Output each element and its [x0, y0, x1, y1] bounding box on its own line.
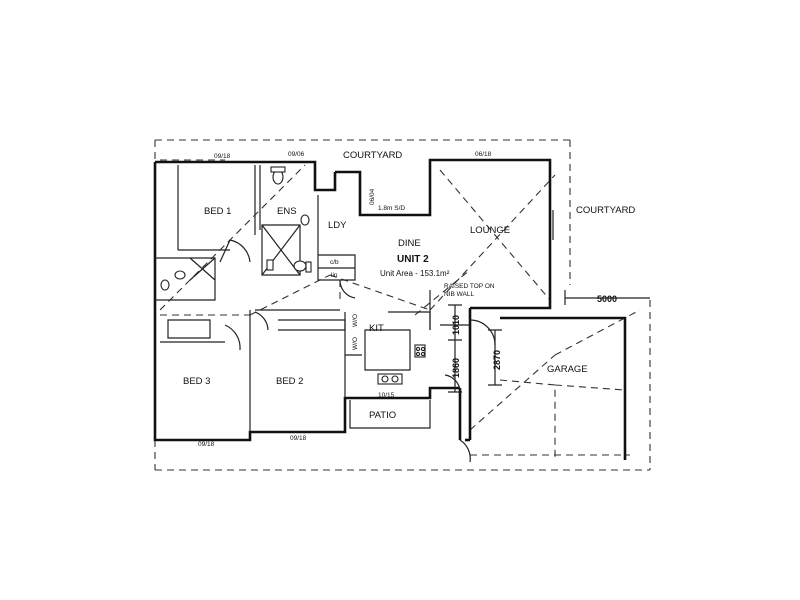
- note-lin: lin: [331, 272, 338, 279]
- label-garage: GARAGE: [547, 364, 588, 375]
- label-courtyard-right: COURTYARD: [576, 205, 635, 216]
- window-code-bed2: 09/18: [290, 435, 307, 442]
- exterior-walls: [153, 158, 627, 460]
- window-code-ldy: 06/04: [369, 188, 376, 205]
- window-code-bed1: 09/18: [214, 153, 231, 160]
- note-sliding-door: 1.8m S/D: [378, 205, 405, 212]
- label-lounge: LOUNGE: [470, 225, 510, 236]
- label-patio: PATIO: [369, 410, 396, 421]
- label-bed3: BED 3: [183, 376, 210, 387]
- note-wo-upper: W/O: [352, 314, 359, 327]
- note-raised-top-line2: NIB WALL: [444, 291, 474, 298]
- note-cb: c/b: [330, 259, 339, 266]
- dimension-lines: [448, 290, 650, 393]
- room-labels: COURTYARD COURTYARD BED 1 ENS LDY DINE U…: [183, 150, 635, 421]
- boundary-lines: [154, 139, 651, 471]
- window-code-bed3: 09/18: [198, 441, 215, 448]
- dimension-1010: 1010: [451, 315, 461, 335]
- label-dine: DINE: [398, 238, 421, 249]
- window-code-lounge: 06/18: [475, 151, 492, 158]
- plan-notes: RAISED TOP ON NIB WALL 1.8m S/D c/b lin …: [330, 205, 495, 350]
- dimension-5000: 5000: [597, 294, 617, 304]
- dimensions: 5000 1010 1860 2870: [451, 294, 617, 378]
- label-courtyard-top: COURTYARD: [343, 150, 402, 161]
- fixtures: [160, 166, 426, 385]
- label-ldy: LDY: [328, 220, 347, 231]
- window-code-patio: 10/15: [378, 392, 395, 399]
- dimension-2870: 2870: [492, 350, 502, 370]
- label-ens: ENS: [277, 206, 297, 217]
- label-unit: UNIT 2: [397, 254, 429, 265]
- label-bed2: BED 2: [276, 376, 303, 387]
- door-swings: [219, 239, 496, 463]
- note-wo-lower: W/O: [352, 337, 359, 350]
- note-raised-top-line1: RAISED TOP ON: [444, 283, 495, 290]
- window-code-ens: 09/06: [288, 151, 305, 158]
- roof-lines: [159, 159, 641, 460]
- label-bed1: BED 1: [204, 206, 231, 217]
- label-kit: KIT: [369, 323, 384, 334]
- dimension-1860: 1860: [451, 358, 461, 378]
- label-unit-area: Unit Area - 153.1m²: [380, 269, 450, 278]
- window-codes: 09/18 09/06 06/18 06/04 10/15 09/18 09/1…: [198, 151, 492, 448]
